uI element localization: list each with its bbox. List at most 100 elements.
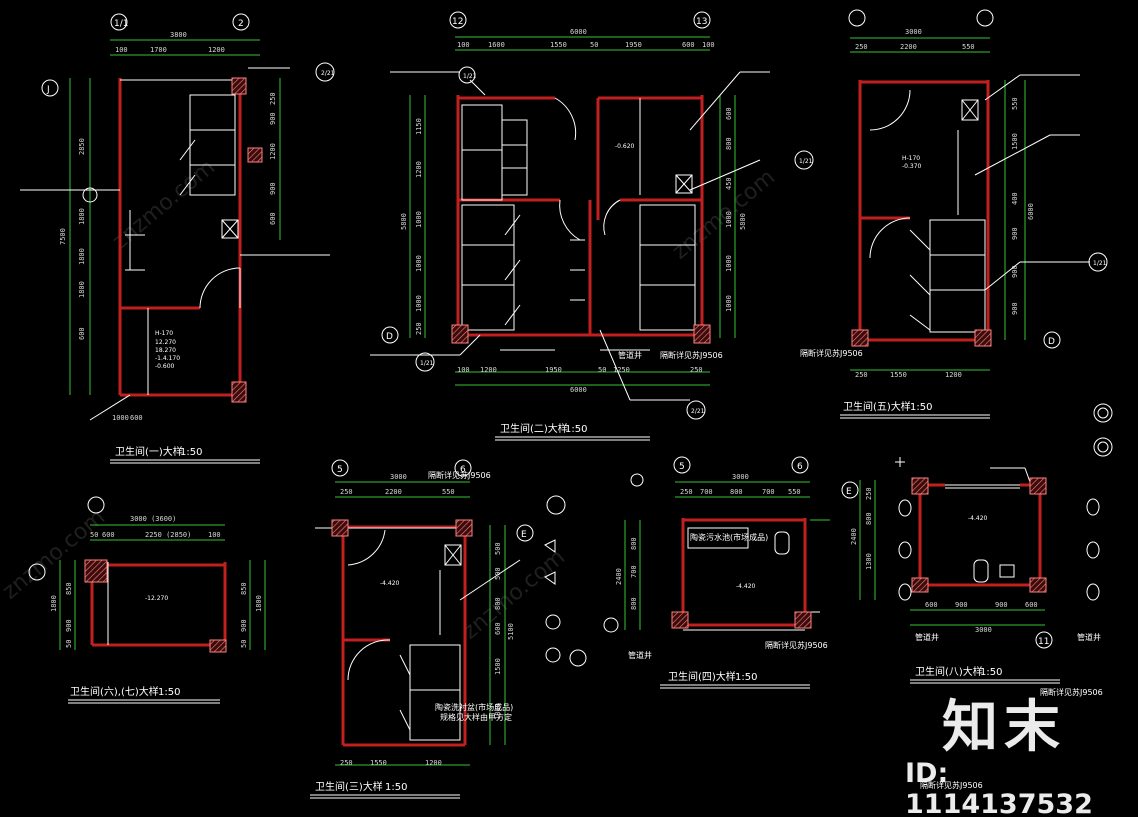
svg-text:D: D bbox=[1048, 337, 1055, 347]
svg-text:1000: 1000 bbox=[725, 211, 733, 228]
svg-text:250: 250 bbox=[690, 366, 703, 374]
svg-text:900: 900 bbox=[955, 601, 968, 609]
p3-scale: 1:50 bbox=[385, 782, 407, 793]
svg-text:18.270: 18.270 bbox=[155, 347, 176, 354]
plan-6-7: 3000 (3600) 50 600 2250 (2850) 100 1800 … bbox=[28, 496, 266, 704]
svg-text:100: 100 bbox=[702, 41, 715, 49]
brand-watermark-logo: 知末 bbox=[942, 695, 1066, 760]
p2-axis-bubbles: 12 13 D bbox=[381, 11, 711, 344]
svg-text:12.270: 12.270 bbox=[155, 339, 176, 346]
svg-text:100: 100 bbox=[115, 46, 128, 54]
svg-text:2200: 2200 bbox=[385, 488, 402, 496]
svg-text:1500: 1500 bbox=[494, 658, 502, 675]
svg-text:3000: 3000 bbox=[975, 626, 992, 634]
svg-text:450: 450 bbox=[725, 177, 733, 190]
svg-text:5800: 5800 bbox=[739, 213, 747, 230]
plan-4: 5 6 3000 250 700 800 700 550 2400 800 70… bbox=[603, 456, 830, 689]
svg-text:6: 6 bbox=[460, 465, 466, 475]
svg-text:1/21: 1/21 bbox=[799, 158, 813, 165]
svg-text:-4.420: -4.420 bbox=[380, 580, 400, 587]
svg-text:3000: 3000 bbox=[390, 473, 407, 481]
svg-text:6000: 6000 bbox=[570, 386, 587, 394]
svg-text:D: D bbox=[386, 332, 393, 342]
svg-text:隔断详见苏J9506: 隔断详见苏J9506 bbox=[920, 780, 983, 790]
svg-text:700: 700 bbox=[630, 565, 638, 578]
svg-text:900: 900 bbox=[995, 601, 1008, 609]
svg-text:900: 900 bbox=[1011, 265, 1019, 278]
svg-text:50: 50 bbox=[90, 531, 98, 539]
svg-text:850: 850 bbox=[240, 582, 248, 595]
svg-text:-0.370: -0.370 bbox=[902, 163, 922, 170]
svg-text:550: 550 bbox=[442, 488, 455, 496]
svg-text:600: 600 bbox=[130, 414, 143, 422]
p3-title: 卫生间(三)大样 bbox=[315, 780, 383, 793]
svg-text:3000: 3000 bbox=[905, 28, 922, 36]
svg-text:隔断详见苏J9506: 隔断详见苏J9506 bbox=[428, 470, 491, 480]
svg-text:1000: 1000 bbox=[415, 211, 423, 228]
svg-text:600: 600 bbox=[102, 531, 115, 539]
svg-text:2400: 2400 bbox=[615, 568, 623, 585]
svg-text:-1.4.170: -1.4.170 bbox=[155, 355, 180, 362]
plan-5: D 3000 250 2200 550 6000 550 1500 400 90… bbox=[800, 9, 1108, 419]
svg-text:850: 850 bbox=[65, 582, 73, 595]
svg-text:规格见大样由甲方定: 规格见大样由甲方定 bbox=[440, 712, 512, 722]
svg-text:6: 6 bbox=[797, 462, 803, 472]
svg-text:1/1: 1/1 bbox=[114, 19, 128, 29]
svg-text:1950: 1950 bbox=[625, 41, 642, 49]
svg-text:1300: 1300 bbox=[865, 553, 873, 570]
p1-scale: 1:50 bbox=[180, 447, 202, 458]
svg-text:1800: 1800 bbox=[494, 703, 502, 720]
svg-text:隔断详见苏J9506: 隔断详见苏J9506 bbox=[1040, 687, 1103, 697]
svg-text:2250 (2850): 2250 (2850) bbox=[145, 531, 191, 539]
svg-text:800: 800 bbox=[865, 512, 873, 525]
p5-title: 卫生间(五)大样 bbox=[843, 400, 911, 413]
svg-text:250: 250 bbox=[340, 759, 353, 767]
svg-text:800: 800 bbox=[730, 488, 743, 496]
fixture-symbols-right bbox=[1086, 403, 1113, 601]
svg-text:H-170: H-170 bbox=[155, 330, 173, 337]
p4-scale: 1:50 bbox=[735, 672, 757, 683]
svg-text:1200: 1200 bbox=[425, 759, 442, 767]
plan-8: E 11 2400 250 800 1300 3000 600 900 900 … bbox=[841, 457, 1103, 790]
p1-dim-total: 3800 bbox=[170, 31, 187, 39]
svg-text:1600: 1600 bbox=[488, 41, 505, 49]
p1-title: 卫生间(一)大样 bbox=[115, 445, 183, 458]
svg-text:700: 700 bbox=[700, 488, 713, 496]
svg-text:900: 900 bbox=[1011, 302, 1019, 315]
p1-callout: 2/21 bbox=[321, 70, 335, 77]
svg-text:100: 100 bbox=[208, 531, 221, 539]
svg-text:500: 500 bbox=[494, 567, 502, 580]
svg-text:-4.420: -4.420 bbox=[968, 515, 988, 522]
svg-text:1200: 1200 bbox=[480, 366, 497, 374]
svg-text:400: 400 bbox=[1011, 192, 1019, 205]
svg-text:1200: 1200 bbox=[415, 161, 423, 178]
svg-text:6000: 6000 bbox=[570, 28, 587, 36]
svg-text:-0.600: -0.600 bbox=[155, 363, 175, 370]
id-watermark: ID: 1114137532 bbox=[905, 758, 1093, 817]
svg-text:1000: 1000 bbox=[725, 255, 733, 272]
svg-text:7500: 7500 bbox=[59, 228, 67, 245]
svg-text:隔断详见苏J9506: 隔断详见苏J9506 bbox=[800, 348, 863, 358]
svg-text:100: 100 bbox=[457, 366, 470, 374]
svg-text:600: 600 bbox=[78, 327, 86, 340]
svg-text:1000: 1000 bbox=[725, 295, 733, 312]
p2-elevation: -0.620 bbox=[615, 143, 635, 150]
svg-text:管道井: 管道井 bbox=[915, 632, 939, 642]
svg-text:900: 900 bbox=[269, 182, 277, 195]
svg-text:50: 50 bbox=[65, 640, 73, 648]
svg-text:1800: 1800 bbox=[255, 595, 263, 612]
svg-text:znzmo.com: znzmo.com bbox=[668, 165, 780, 265]
svg-text:1950: 1950 bbox=[545, 366, 562, 374]
svg-text:1250: 1250 bbox=[613, 366, 630, 374]
svg-text:100: 100 bbox=[457, 41, 470, 49]
svg-text:12: 12 bbox=[452, 17, 463, 27]
svg-text:250: 250 bbox=[340, 488, 353, 496]
svg-text:1800: 1800 bbox=[78, 281, 86, 298]
svg-text:800: 800 bbox=[630, 537, 638, 550]
plan-2: 12 13 D 6000 100 1600 1550 50 1950 600 1… bbox=[370, 11, 814, 441]
p4-title: 卫生间(四)大样 bbox=[668, 670, 736, 683]
svg-text:900: 900 bbox=[1011, 227, 1019, 240]
svg-text:E: E bbox=[521, 530, 527, 540]
svg-text:1/21: 1/21 bbox=[1093, 260, 1107, 267]
